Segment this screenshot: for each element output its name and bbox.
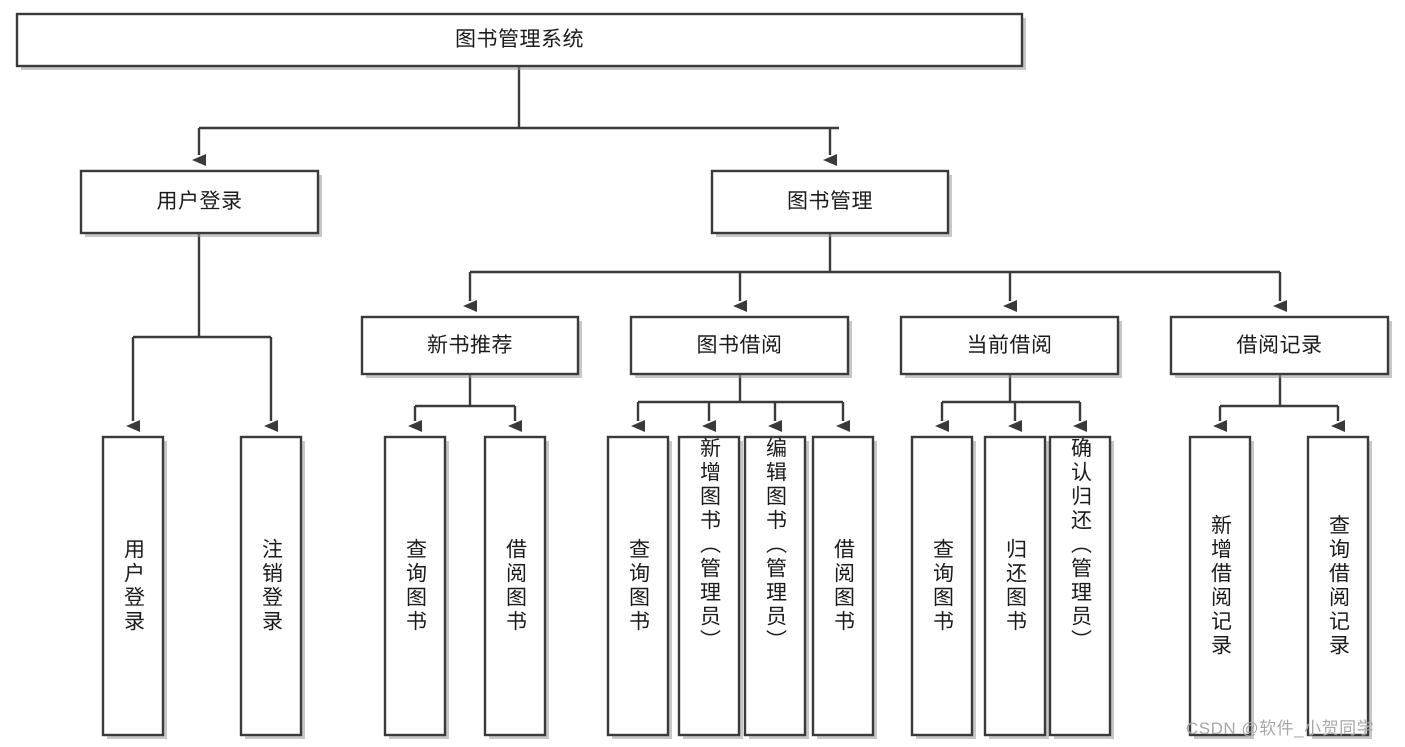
connector-bookmanage-to-level2 xyxy=(463,233,1287,312)
node-box-book-borrow[interactable] xyxy=(629,315,850,376)
connector-currentborrow-to-leaves xyxy=(935,374,1087,432)
node-box-leaf-logout[interactable] xyxy=(239,435,303,737)
node-box-leaf-add-record[interactable] xyxy=(1188,435,1252,737)
node-box-borrow-record[interactable] xyxy=(1169,315,1390,376)
node-box-leaf-borrow-book-1[interactable] xyxy=(483,435,547,737)
node-box-current-borrow[interactable] xyxy=(899,315,1120,376)
connector-bookborrow-to-leaves xyxy=(631,374,850,432)
node-box-leaf-query-record[interactable] xyxy=(1306,435,1370,737)
csdn-watermark: CSDN @软件_小贺同学 xyxy=(1186,719,1375,738)
node-box-leaf-add-book[interactable] xyxy=(677,435,741,737)
node-box-leaf-return-book[interactable] xyxy=(983,435,1047,737)
connector-borrowrecord-to-leaves xyxy=(1213,374,1345,432)
node-box-leaf-query-book-1[interactable] xyxy=(383,435,447,737)
connector-root-to-level1 xyxy=(192,66,839,166)
connector-userlogin-to-leaves xyxy=(126,233,278,432)
node-box-new-book-rec[interactable] xyxy=(360,315,580,376)
node-box-leaf-confirm-return[interactable] xyxy=(1048,435,1112,737)
node-box-user-login[interactable] xyxy=(79,169,320,235)
node-box-leaf-query-book-3[interactable] xyxy=(910,435,974,737)
node-box-book-manage[interactable] xyxy=(710,169,950,235)
node-box-leaf-query-book-2[interactable] xyxy=(606,435,670,737)
node-box-root[interactable] xyxy=(15,12,1024,68)
node-box-leaf-edit-book[interactable] xyxy=(743,435,807,737)
node-box-leaf-user-login[interactable] xyxy=(101,435,165,737)
node-boxes xyxy=(15,12,1392,739)
node-box-leaf-borrow-book-2[interactable] xyxy=(811,435,875,737)
connector-newbook-to-leaves xyxy=(408,374,522,432)
